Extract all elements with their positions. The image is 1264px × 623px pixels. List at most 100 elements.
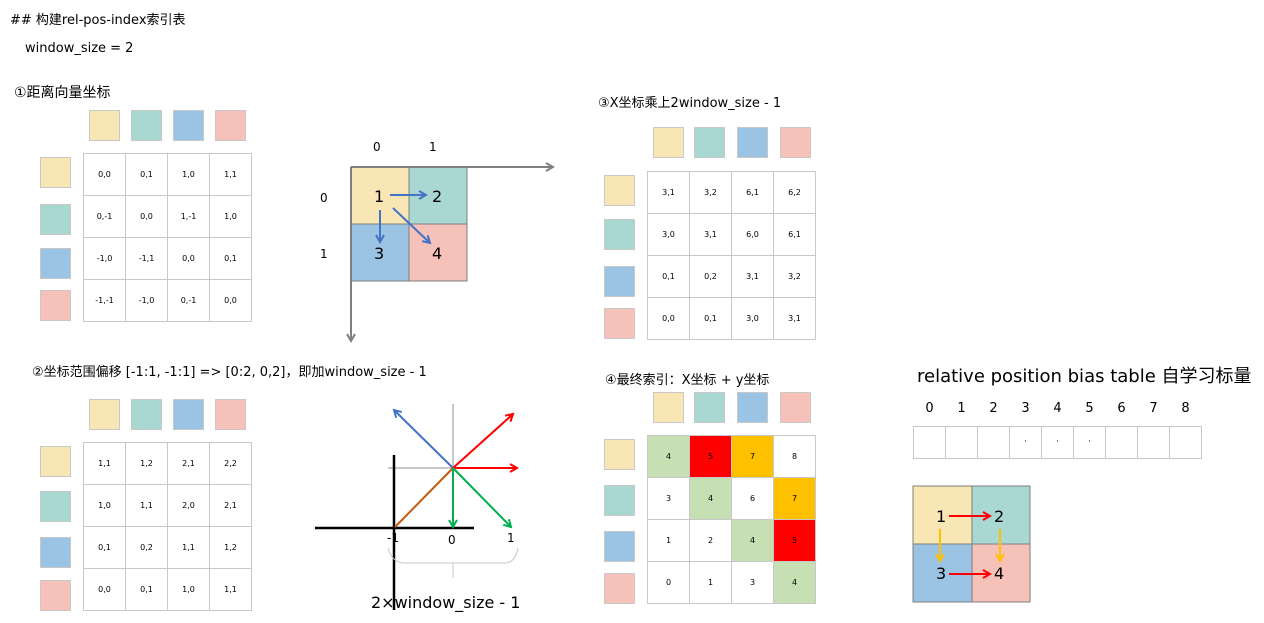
- matrix-cell: 0,1: [125, 153, 168, 196]
- bias-index-label: 4: [1053, 401, 1062, 416]
- matrix-cell: 0: [647, 561, 690, 604]
- color-swatch-pink: [604, 573, 635, 604]
- color-swatch-yellow: [653, 392, 684, 423]
- color-swatch-blue: [737, 392, 768, 423]
- bias-index-label: 6: [1117, 401, 1126, 416]
- matrix-cell: 0,-1: [83, 195, 126, 238]
- color-swatch-teal: [40, 204, 71, 235]
- matrix-cell: 2,1: [167, 442, 210, 485]
- matrix-cell: 1,-1: [167, 195, 210, 238]
- color-swatch-pink: [780, 127, 811, 158]
- color-swatch-blue: [737, 127, 768, 158]
- matrix-cell: 1,2: [209, 526, 252, 569]
- color-swatch-yellow: [89, 110, 120, 141]
- matrix-cell: 1,0: [209, 195, 252, 238]
- matrix-cell: 2: [689, 519, 732, 562]
- offset-axes-diagram: -1 0 1 2×window_size - 1: [315, 404, 520, 613]
- matrix-cell: 0,0: [647, 297, 690, 340]
- color-swatch-blue: [173, 110, 204, 141]
- color-swatch-yellow: [40, 157, 71, 188]
- bias-cell: 8: [1169, 401, 1202, 459]
- color-swatch-yellow: [653, 127, 684, 158]
- brace: [387, 547, 519, 564]
- section-1-title: ①距离向量坐标: [14, 85, 111, 101]
- arrow-diagonal: [392, 207, 430, 243]
- matrix-cell: 6: [731, 477, 774, 520]
- cell-label: 2: [432, 187, 442, 206]
- section-3-title: ③X坐标乘上2window_size - 1: [598, 96, 782, 111]
- matrix-cell: 4: [689, 477, 732, 520]
- matrix-cell: 6,1: [731, 171, 774, 214]
- matrix-cell: -1,0: [125, 279, 168, 322]
- color-swatch-teal: [694, 392, 725, 423]
- color-swatch-teal: [604, 219, 635, 250]
- col-label: 0: [373, 140, 381, 154]
- color-swatch-teal: [604, 485, 635, 516]
- color-swatch-blue: [40, 248, 71, 279]
- color-swatch-yellow: [604, 175, 635, 206]
- tick-label: 0: [448, 533, 456, 547]
- matrix-cell: 3,1: [773, 297, 816, 340]
- matrix-cell: 5: [689, 435, 732, 478]
- bias-index-label: 3: [1021, 401, 1030, 416]
- cell-label: 3: [936, 564, 946, 583]
- tick-label: 1: [507, 531, 515, 545]
- color-swatch-yellow: [40, 446, 71, 477]
- matrix-cell: 4: [647, 435, 690, 478]
- window-size-label: window_size = 2: [25, 41, 134, 56]
- matrix-cell: 2,1: [209, 484, 252, 527]
- bias-value: ·: [1088, 437, 1091, 447]
- section-2-title: ②坐标范围偏移 [-1:1, -1:1] => [0:2, 0,2]，即加win…: [32, 365, 427, 380]
- bias-index-label: 5: [1085, 401, 1094, 416]
- color-swatch-teal: [131, 110, 162, 141]
- matrix-cell: 6,0: [731, 213, 774, 256]
- matrix-cell: 0,1: [83, 526, 126, 569]
- matrix-cell: 3: [731, 561, 774, 604]
- bias-index-label: 0: [925, 401, 934, 416]
- cell-label: 2: [994, 507, 1004, 526]
- color-swatch-blue: [173, 399, 204, 430]
- color-swatch-pink: [780, 392, 811, 423]
- matrix-cell: 7: [773, 477, 816, 520]
- matrix-cell: 2,2: [209, 442, 252, 485]
- matrix-cell: 6,1: [773, 213, 816, 256]
- color-swatch-teal: [40, 491, 71, 522]
- matrix-cell: 7: [731, 435, 774, 478]
- matrix-cell: 3,2: [689, 171, 732, 214]
- bias-index-label: 7: [1149, 401, 1158, 416]
- color-swatch-pink: [604, 308, 635, 339]
- color-swatch-pink: [40, 580, 71, 611]
- section-4-title: ④最终索引：X坐标 + y坐标: [605, 373, 770, 388]
- col-label: 1: [429, 140, 437, 154]
- matrix-cell: 3: [647, 477, 690, 520]
- matrix-cell: 1,1: [167, 526, 210, 569]
- bias-table-title: relative position bias table 自学习标量: [917, 366, 1252, 387]
- title: ## 构建rel-pos-index索引表: [10, 13, 186, 28]
- color-swatch-yellow: [89, 399, 120, 430]
- matrix-cell: 8: [773, 435, 816, 478]
- cell-label: 1: [374, 187, 384, 206]
- color-swatch-blue: [604, 266, 635, 297]
- bias-index-label: 8: [1181, 401, 1190, 416]
- row-label: 1: [320, 247, 328, 261]
- cell-label: 4: [432, 244, 442, 263]
- matrix-cell: 0,2: [125, 526, 168, 569]
